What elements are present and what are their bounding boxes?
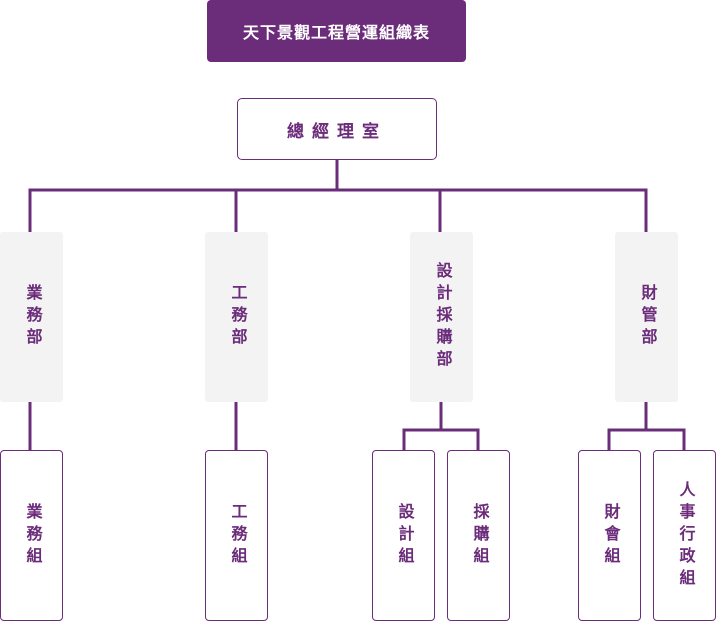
team-label-sales: 業務組: [23, 502, 41, 569]
team-label-accounting: 財會組: [601, 502, 619, 569]
chart-title-text: 天下景觀工程營運組織表: [242, 25, 430, 42]
team-label-design: 設計組: [395, 502, 413, 569]
team-box-sales: 業務組: [0, 450, 63, 621]
team-label-engineering: 工務組: [228, 502, 246, 569]
chart-title: 天下景觀工程營運組織表: [207, 0, 466, 62]
dept-box-finance: 財管部: [615, 232, 678, 402]
team-box-procurement: 採購組: [447, 450, 510, 621]
dept-box-engineering: 工務部: [205, 232, 268, 402]
dept-box-design-procurement: 設計採購部: [410, 232, 473, 402]
dept-label-sales: 業務部: [23, 284, 41, 350]
general-manager-box: 總經理室: [237, 98, 437, 160]
team-label-hr-admin: 人事行政組: [676, 480, 694, 591]
dept-label-design-procurement: 設計採購部: [433, 262, 451, 372]
general-manager-label: 總經理室: [287, 121, 387, 141]
dept-label-finance: 財管部: [638, 284, 656, 350]
team-box-accounting: 財會組: [578, 450, 641, 621]
dept-label-engineering: 工務部: [228, 284, 246, 350]
team-box-engineering: 工務組: [205, 450, 268, 621]
dept-box-sales: 業務部: [0, 232, 63, 402]
team-box-hr-admin: 人事行政組: [653, 450, 716, 621]
team-label-procurement: 採購組: [470, 502, 488, 569]
team-box-design: 設計組: [372, 450, 435, 621]
